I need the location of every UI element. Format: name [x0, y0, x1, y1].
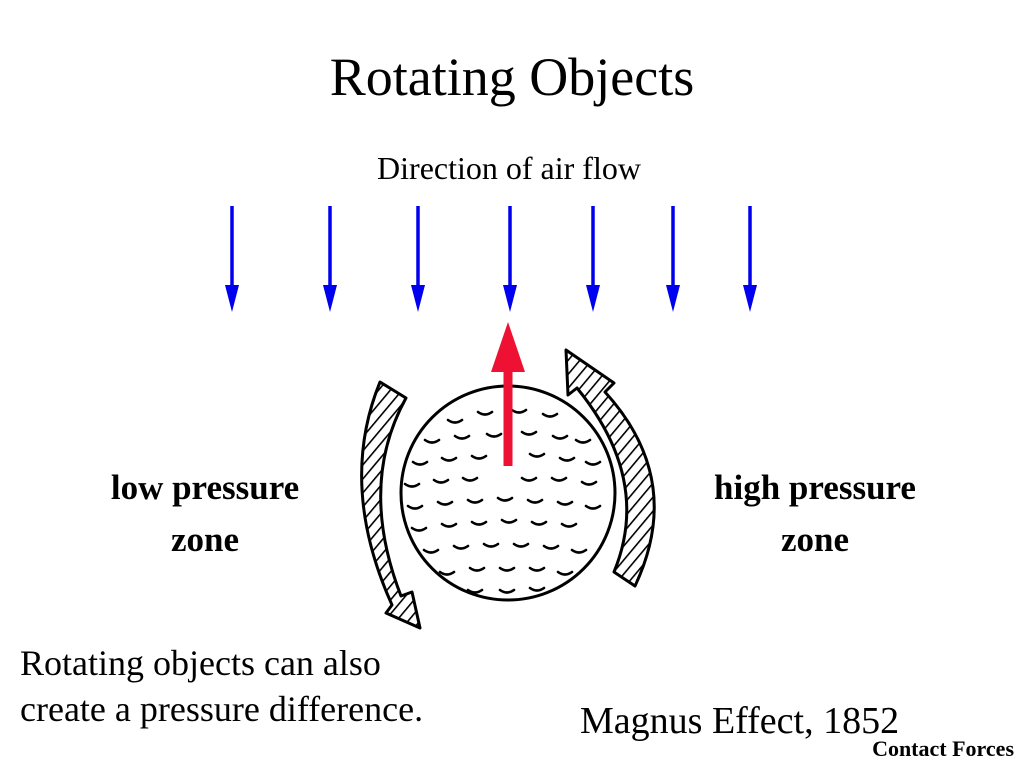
down-arrow-icon [666, 206, 680, 312]
curved-rotation-arrow-icon [564, 348, 656, 588]
curved-rotation-arrow-icon [360, 380, 422, 630]
down-arrow-icon [225, 206, 239, 312]
airflow-arrows [225, 206, 757, 312]
caption-line2: create a pressure difference. [20, 689, 424, 729]
down-arrow-icon [323, 206, 337, 312]
slide-title: Rotating Objects [329, 47, 695, 107]
high-pressure-line1: high pressure [714, 468, 916, 507]
ball-icon [399, 384, 617, 602]
caption-text: Rotating objects can also create a press… [20, 640, 580, 732]
low-pressure-line2: zone [170, 520, 240, 559]
down-arrow-icon [743, 206, 757, 312]
low-pressure-line1: low pressure [110, 468, 300, 507]
high-pressure-zone-label: high pressure zone [675, 462, 955, 566]
up-arrow-icon [491, 322, 525, 466]
footer-label: Contact Forces [872, 736, 1014, 761]
caption-line1: Rotating objects can also [20, 643, 381, 683]
airflow-label: Direction of air flow [377, 150, 641, 186]
magnus-citation: Magnus Effect, 1852 [580, 700, 900, 742]
down-arrow-icon [586, 206, 600, 312]
down-arrow-icon [503, 206, 517, 312]
down-arrow-icon [411, 206, 425, 312]
low-pressure-zone-label: low pressure zone [70, 462, 340, 566]
high-pressure-line2: zone [780, 520, 850, 559]
